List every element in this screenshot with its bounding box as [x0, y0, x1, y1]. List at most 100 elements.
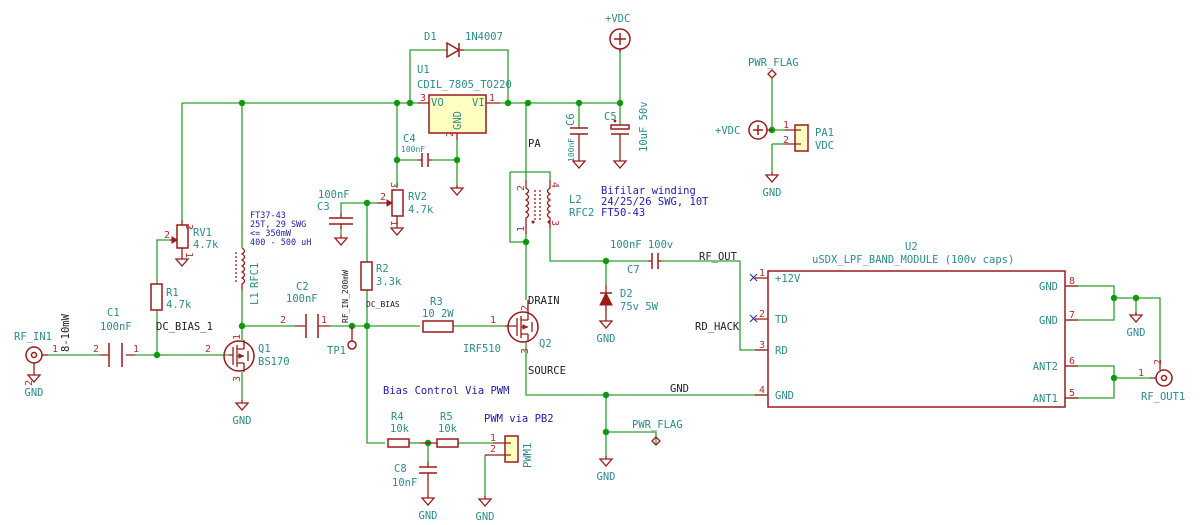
svg-text:Bifilar winding: Bifilar winding	[601, 185, 696, 197]
header-pa1[interactable]: 1 2 PA1 VDC	[783, 120, 834, 152]
svg-text:10k: 10k	[438, 423, 458, 435]
svg-text:R1: R1	[166, 287, 179, 299]
svg-text:3: 3	[232, 376, 243, 382]
test-point-tp1[interactable]: TP1	[327, 326, 357, 357]
svg-text:1: 1	[133, 344, 139, 355]
ground-icon	[598, 456, 614, 467]
capacitor-c8[interactable]: C8 10nF	[392, 462, 437, 495]
svg-text:2: 2	[520, 305, 531, 311]
ground-icon	[420, 495, 436, 506]
inductor-l1[interactable]: RFC1 L1 FT37-43 25T, 29 SWG <= 350mW 400…	[235, 211, 311, 305]
transformer-l2[interactable]: 2 4 1 3 L2 RFC2 Bifilar winding 24/25/26…	[516, 180, 709, 234]
zener-diode-d2[interactable]: D2 75v 5W	[599, 285, 659, 318]
gnd-symbol	[449, 185, 465, 196]
svg-text:2: 2	[24, 380, 35, 386]
svg-text:RF_OUT1: RF_OUT1	[1141, 391, 1185, 403]
header-pwm1[interactable]: 1 2 PWM1 PWM via PB2	[484, 413, 554, 468]
svg-text:10uF 50v: 10uF 50v	[638, 101, 650, 152]
gnd-symbol: GND	[419, 495, 437, 522]
pwr-flag-top[interactable]: PWR_FLAG	[748, 57, 799, 79]
capacitor-c6[interactable]: C6 100nF	[565, 113, 588, 162]
capacitor-c3[interactable]: 100nF C3	[317, 189, 353, 229]
svg-text:4: 4	[549, 182, 560, 188]
svg-text:R3: R3	[430, 296, 443, 308]
u2-pin-number: 2	[759, 309, 765, 320]
svg-text:1: 1	[516, 226, 527, 232]
wires	[48, 49, 1161, 496]
capacitor-c2[interactable]: C2 100nF 2 1	[280, 281, 330, 338]
svg-text:RV2: RV2	[408, 191, 427, 203]
ground-icon	[449, 185, 465, 196]
power-vdc-pa1[interactable]: +VDC	[715, 120, 772, 140]
u2-pin-number: 8	[1069, 276, 1075, 287]
diode-d1[interactable]: D1 1N4007	[424, 31, 503, 59]
ground-icon	[477, 496, 493, 507]
regulator-u1[interactable]: VO VI GND 3 1 2 U1 CDIL_7805_TO220	[417, 64, 512, 140]
net-label-dc-bias-1: DC_BIAS_1	[156, 321, 213, 333]
gnd-label: GND	[233, 415, 252, 427]
svg-text:PWR_FLAG: PWR_FLAG	[748, 57, 799, 69]
resistor-r4[interactable]: R4 10k	[387, 411, 410, 448]
ground-icon	[174, 256, 190, 267]
svg-text:25T, 29 SWG: 25T, 29 SWG	[250, 220, 306, 230]
capacitor-c4[interactable]: C4 100nF	[401, 133, 432, 167]
svg-text:PWM1: PWM1	[522, 443, 534, 468]
net-label-rf-in-200mw: RF_IN_200mW	[341, 270, 350, 323]
ground-icon	[571, 158, 587, 169]
svg-text:IRF510: IRF510	[463, 343, 501, 355]
svg-text:FT37-43: FT37-43	[250, 211, 286, 221]
svg-text:1: 1	[490, 315, 496, 326]
no-connect-icon	[749, 314, 758, 323]
rf-in1-connector[interactable]: RF_IN1 1 2 8-10mW	[14, 313, 72, 386]
svg-text:2: 2	[445, 131, 456, 137]
u2-pin-name: ANT1	[1033, 393, 1058, 405]
svg-text:CDIL_7805_TO220: CDIL_7805_TO220	[417, 79, 512, 91]
svg-text:PWM via PB2: PWM via PB2	[484, 413, 554, 425]
svg-text:FT50-43: FT50-43	[601, 207, 645, 219]
svg-text:C7: C7	[627, 264, 640, 276]
svg-text:10 2W: 10 2W	[422, 308, 454, 320]
resistor-r2[interactable]: R2 3.3k	[360, 261, 402, 291]
svg-text:C2: C2	[296, 281, 309, 293]
net-label-drain: DRAIN	[528, 295, 560, 307]
svg-text:Q1: Q1	[258, 343, 271, 355]
mosfet-q2[interactable]: DRAIN SOURCE Q2 IRF510 2 3	[463, 295, 566, 377]
resistor-r3[interactable]: R3 10 2W 1	[422, 296, 496, 333]
gnd-label: GND	[1127, 327, 1146, 339]
capacitor-c7[interactable]: 100nF 100v C7	[610, 239, 673, 276]
svg-text:100nF: 100nF	[100, 321, 132, 333]
capacitor-c1[interactable]: C1 100nF 2 1	[93, 307, 139, 367]
gnd-symbol	[389, 225, 405, 236]
rf-out1-connector[interactable]: 1 2 RF_OUT1	[1138, 359, 1185, 403]
mosfet-icon	[223, 340, 255, 372]
u2-pin-number: 1	[759, 268, 765, 279]
mosfet-q1[interactable]: Q1 BS170 2 1 3	[205, 334, 290, 382]
svg-text:1: 1	[1138, 368, 1144, 379]
svg-text:VI: VI	[472, 97, 485, 109]
resistor-r5[interactable]: R5 10k	[420, 411, 459, 448]
no-connect-icon	[749, 273, 758, 282]
potentiometer-rv2[interactable]: RV2 4.7k 2 3 1	[377, 182, 434, 226]
net-label-dc-bias: DC_BIAS	[366, 300, 400, 309]
ground-icon	[612, 158, 628, 169]
ground-icon	[764, 172, 780, 183]
gnd-label: GND	[476, 511, 495, 523]
resistor-r1[interactable]: R1 4.7k	[150, 283, 192, 311]
gnd-symbol	[333, 235, 349, 246]
svg-text:1: 1	[52, 344, 58, 355]
svg-text:24/25/26 SWG, 10T: 24/25/26 SWG, 10T	[601, 196, 709, 208]
svg-text:100nF: 100nF	[401, 145, 425, 154]
net-label-rd-hack: RD_HACK	[695, 321, 740, 333]
u2-pin-name: GND	[1039, 281, 1058, 293]
pwr-flag-bottom[interactable]: PWR_FLAG	[632, 419, 683, 446]
rf-in1-ref: RF_IN1	[14, 331, 52, 343]
u2-pin-name: GND	[775, 390, 794, 402]
power-vdc-top[interactable]: +VDC	[605, 13, 631, 52]
svg-text:1: 1	[183, 252, 194, 258]
svg-text:3.3k: 3.3k	[376, 276, 402, 288]
svg-text:RV1: RV1	[193, 227, 212, 239]
svg-text:GND: GND	[452, 111, 464, 130]
lpf-module-u2[interactable]: U2 uSDX_LPF_BAND_MODULE (100v caps) 1+12…	[749, 241, 1078, 408]
capacitor-c5[interactable]: C5 10uF 50v	[604, 101, 650, 158]
potentiometer-rv1[interactable]: RV1 4.7k 2 3 1	[164, 220, 219, 258]
